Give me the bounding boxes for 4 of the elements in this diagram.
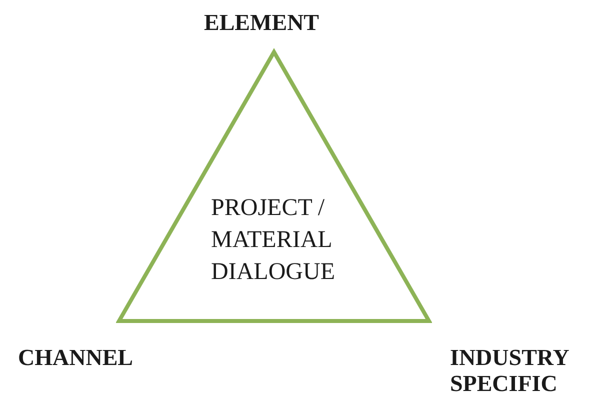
vertex-label: CHANNEL	[18, 345, 134, 371]
center-text: PROJECT / MATERIAL DIALOGUE	[211, 194, 336, 287]
vertex-label: INDUSTRY SPECIFIC	[450, 345, 570, 397]
vertex-label: ELEMENT	[204, 10, 320, 36]
